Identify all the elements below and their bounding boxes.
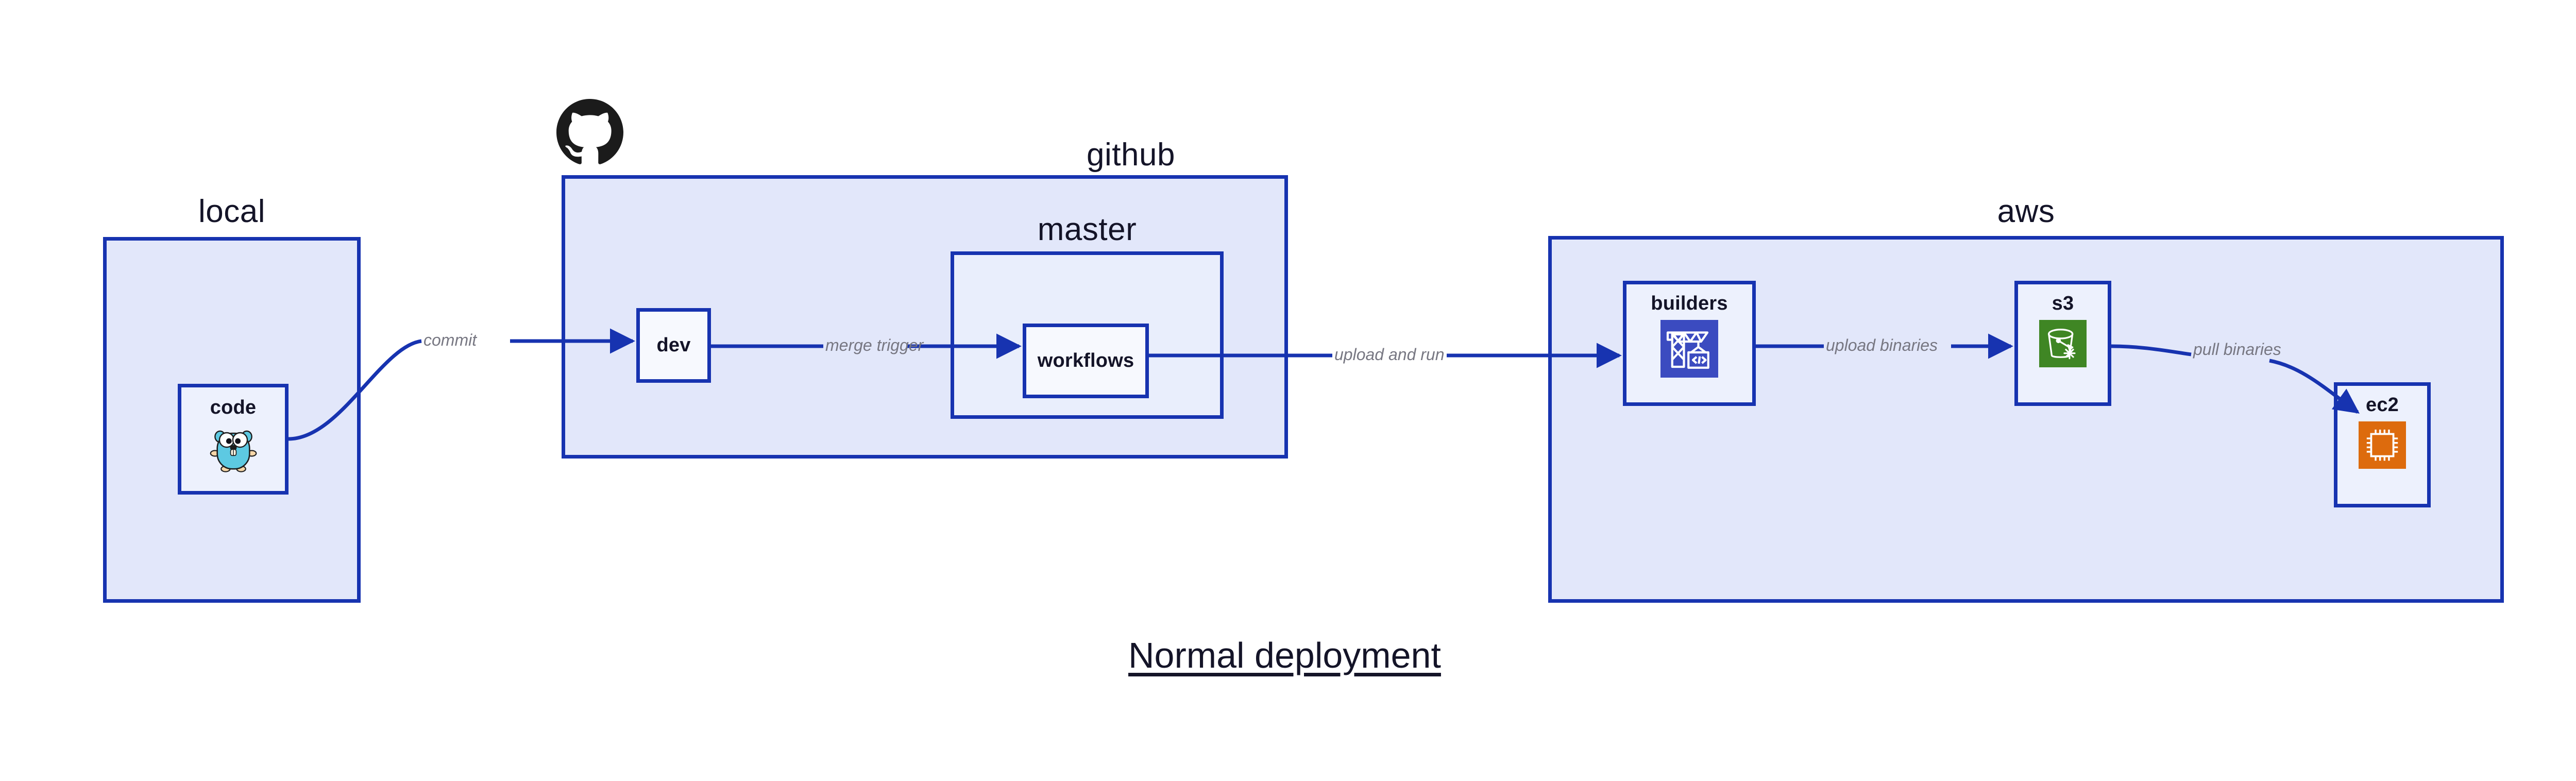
container-label-local: local xyxy=(198,194,265,229)
node-s3[interactable]: s3 xyxy=(2014,281,2111,406)
node-workflows[interactable]: workflows xyxy=(1023,324,1149,398)
aws-s3-bucket-icon xyxy=(2039,320,2087,370)
node-label-code: code xyxy=(210,397,257,418)
container-label-master: master xyxy=(1037,212,1137,247)
node-dev[interactable]: dev xyxy=(636,308,711,383)
node-label-s3: s3 xyxy=(2052,293,2074,314)
node-ec2[interactable]: ec2 xyxy=(2334,382,2431,507)
node-builders[interactable]: builders xyxy=(1623,281,1756,406)
diagram-title: Normal deployment xyxy=(1128,635,1441,675)
edge-label-pull-binaries: pull binaries xyxy=(2193,340,2281,359)
go-gopher-icon xyxy=(206,419,261,477)
node-label-ec2: ec2 xyxy=(2365,394,2399,416)
aws-ec2-chip-icon xyxy=(2359,421,2406,471)
node-label-dev: dev xyxy=(656,334,691,356)
github-octocat-logo xyxy=(556,99,623,168)
edge-label-commit: commit xyxy=(423,331,477,349)
edge-label-upload-and-run: upload and run xyxy=(1334,345,1445,364)
edge-label-upload-binaries: upload binaries xyxy=(1826,336,1938,354)
node-label-builders: builders xyxy=(1651,293,1728,314)
node-label-workflows: workflows xyxy=(1037,350,1134,371)
edge-label-merge-trigger: merge trigger xyxy=(825,336,924,354)
aws-builders-crane-icon xyxy=(1660,320,1718,380)
node-code[interactable]: code xyxy=(178,384,289,495)
container-label-aws: aws xyxy=(1997,194,2055,229)
container-label-github: github xyxy=(1087,137,1175,173)
